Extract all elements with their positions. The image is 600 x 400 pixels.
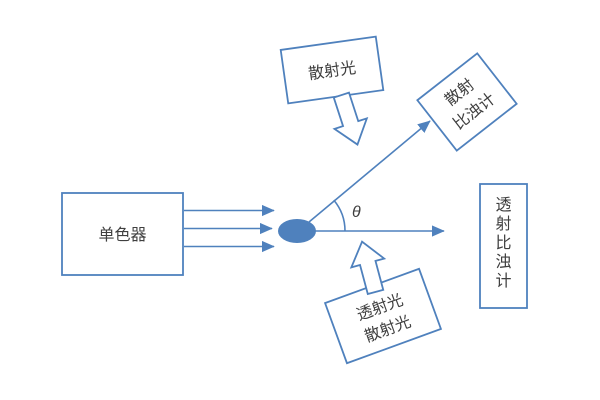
- transmitted-scattered-callout: 透射光 散射光: [323, 267, 443, 365]
- sample-particle-ellipse: [278, 219, 316, 243]
- monochromator-box: [61, 192, 184, 276]
- scatter-nephelometer-box: 散射 比浊计: [416, 52, 518, 152]
- angle-arc: [333, 199, 346, 232]
- transmission-nephelometer-char3: 比: [495, 234, 511, 252]
- transmission-nephelometer-char4: 浊: [495, 253, 511, 271]
- scattered-light-callout: 散射光: [279, 35, 385, 105]
- transmission-nephelometer-char5: 计: [495, 272, 511, 290]
- monochromator-label: 单色器: [98, 226, 146, 244]
- transmission-nephelometer-char1: 透: [495, 196, 511, 214]
- scattered-beam-arrow: [308, 120, 431, 223]
- angle-label: θ: [352, 204, 361, 221]
- up-block-arrow-icon: [349, 240, 387, 296]
- transmission-nephelometer-char2: 射: [495, 215, 511, 233]
- transmitted-scattered-callout-box: [323, 267, 443, 365]
- transmission-nephelometer-box: [479, 183, 528, 309]
- down-block-arrow-icon: [332, 91, 369, 146]
